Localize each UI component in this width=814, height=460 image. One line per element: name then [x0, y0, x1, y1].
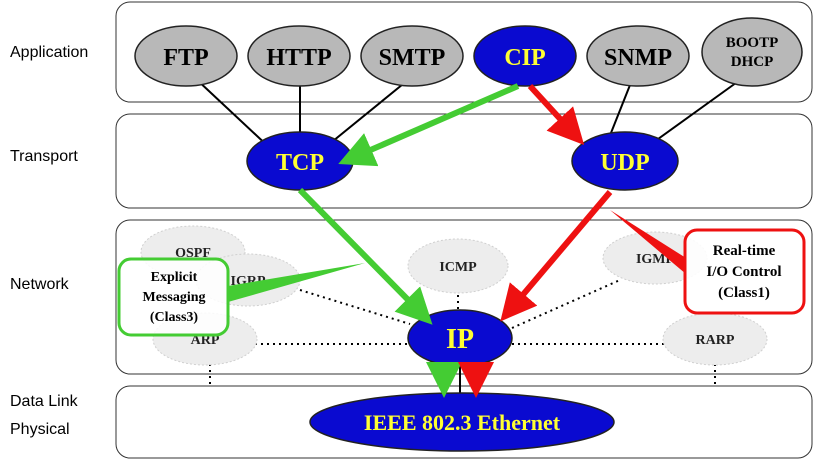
- layer-label-datalink: Data Link: [10, 393, 79, 410]
- smtp-label: SMTP: [379, 45, 446, 71]
- http-label: HTTP: [266, 45, 331, 71]
- transport-layer-box: [115, 113, 813, 209]
- explicit-callout-line2: Messaging: [143, 290, 206, 305]
- cip-node: [473, 25, 577, 87]
- ospf-label: OSPF: [175, 246, 211, 261]
- rarp-label: RARP: [696, 333, 735, 348]
- bootp-label: BOOTP: [726, 35, 779, 51]
- realtime-callout-line3: (Class1): [718, 285, 770, 301]
- tcp-label: TCP: [276, 150, 324, 176]
- realtime-callout-line1: Real-time: [713, 243, 776, 259]
- udp-node: [571, 131, 679, 191]
- explicit-callout-line3: (Class3): [150, 310, 199, 325]
- layer-label-transport: Transport: [10, 148, 78, 165]
- red-arrow-udp-ip: [500, 190, 613, 322]
- icmp-node: [407, 238, 509, 294]
- cip-label: CIP: [504, 45, 545, 71]
- red-arrow-cip-udp: [527, 83, 585, 146]
- dhcp-label: DHCP: [731, 54, 774, 70]
- layer-label-application: Application: [10, 44, 88, 61]
- http-node: [247, 25, 351, 87]
- ip-label: IP: [446, 324, 474, 355]
- green-arrow-cip-tcp: [338, 83, 520, 167]
- explicit-callout-pointer: [228, 263, 365, 302]
- smtp-node: [360, 25, 464, 87]
- icmp-label: ICMP: [439, 260, 477, 275]
- explicit-callout-line1: Explicit: [151, 270, 198, 285]
- ethernet-label: IEEE 802.3 Ethernet: [364, 410, 561, 435]
- green-arrow-tcp-ip: [297, 187, 433, 325]
- application-nodes: [134, 17, 803, 87]
- ftp-label: FTP: [163, 45, 208, 71]
- layer-label-network: Network: [10, 276, 70, 293]
- realtime-callout-line2: I/O Control: [706, 264, 781, 280]
- udp-label: UDP: [600, 150, 649, 176]
- realtime-callout-pointer: [610, 210, 686, 274]
- realtime-io-callout: [683, 228, 806, 315]
- explicit-messaging-callout: [117, 257, 230, 337]
- arp-label: ARP: [191, 333, 220, 348]
- snmp-node: [586, 25, 690, 87]
- layer-label-physical: Physical: [10, 421, 70, 438]
- snmp-label: SNMP: [604, 45, 672, 71]
- ftp-node: [134, 25, 238, 87]
- bootp-dhcp-node: [701, 17, 803, 87]
